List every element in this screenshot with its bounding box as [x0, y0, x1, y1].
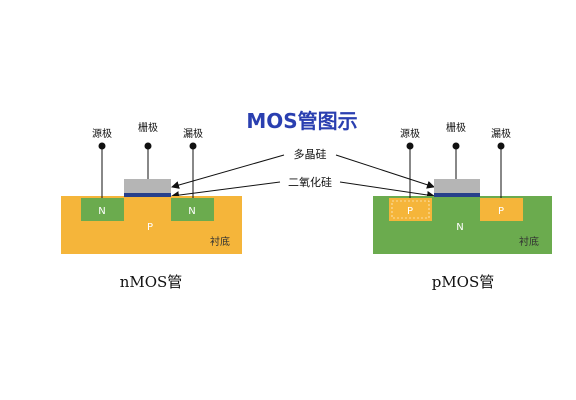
nmos-gate-oxide	[124, 193, 171, 197]
nmos-drain-label: 漏极	[183, 127, 203, 140]
nmos-drain-n-region	[171, 198, 214, 221]
pmos-transistor: P P N 衬底 源极 栅极 漏极 pMOS管	[373, 121, 552, 291]
nmos-caption: nMOS管	[120, 273, 183, 291]
nmos-source-terminal-dot	[98, 142, 106, 150]
pmos-drain-region-label: P	[498, 206, 504, 217]
diagram-title: MOS管图示	[246, 109, 357, 133]
pmos-drain-terminal-dot	[497, 142, 505, 150]
poly-silicon-label: 多晶硅	[294, 147, 327, 161]
poly-arrow-left	[171, 154, 285, 189]
oxide-arrow-left	[171, 181, 281, 200]
nmos-drain-terminal-dot	[189, 142, 197, 150]
nmos-substrate-label: 衬底	[210, 235, 230, 248]
pmos-substrate-label: 衬底	[519, 235, 539, 248]
nmos-body-region-label: P	[147, 222, 153, 233]
pmos-source-label: 源极	[400, 127, 420, 140]
oxide-arrow-right	[339, 181, 435, 199]
pmos-caption: pMOS管	[432, 273, 495, 291]
pmos-gate-terminal-dot	[452, 142, 460, 150]
pmos-drain-label: 漏极	[491, 127, 511, 140]
pmos-source-p-outline	[391, 200, 430, 219]
nmos-source-region-label: N	[98, 206, 105, 217]
nmos-gate-label: 栅极	[138, 121, 158, 134]
pmos-poly-gate	[434, 179, 480, 193]
pmos-source-region-label: P	[407, 206, 413, 217]
pmos-gate-label: 栅极	[446, 121, 466, 134]
pmos-source-terminal-dot	[406, 142, 414, 150]
nmos-source-label: 源极	[92, 127, 112, 140]
poly-arrow-right	[335, 154, 435, 189]
nmos-drain-region-label: N	[188, 206, 195, 217]
oxide-label: 二氧化硅	[288, 175, 332, 189]
nmos-poly-gate	[124, 179, 171, 193]
pmos-drain-p-region	[480, 198, 523, 221]
nmos-source-n-region	[81, 198, 124, 221]
pmos-body-region-label: N	[456, 222, 463, 233]
nmos-gate-terminal-dot	[144, 142, 152, 150]
pmos-source-p-region	[389, 198, 432, 221]
nmos-transistor: N N P 衬底 源极 栅极 漏极 nMOS管	[61, 121, 242, 291]
pmos-gate-oxide	[434, 193, 480, 197]
